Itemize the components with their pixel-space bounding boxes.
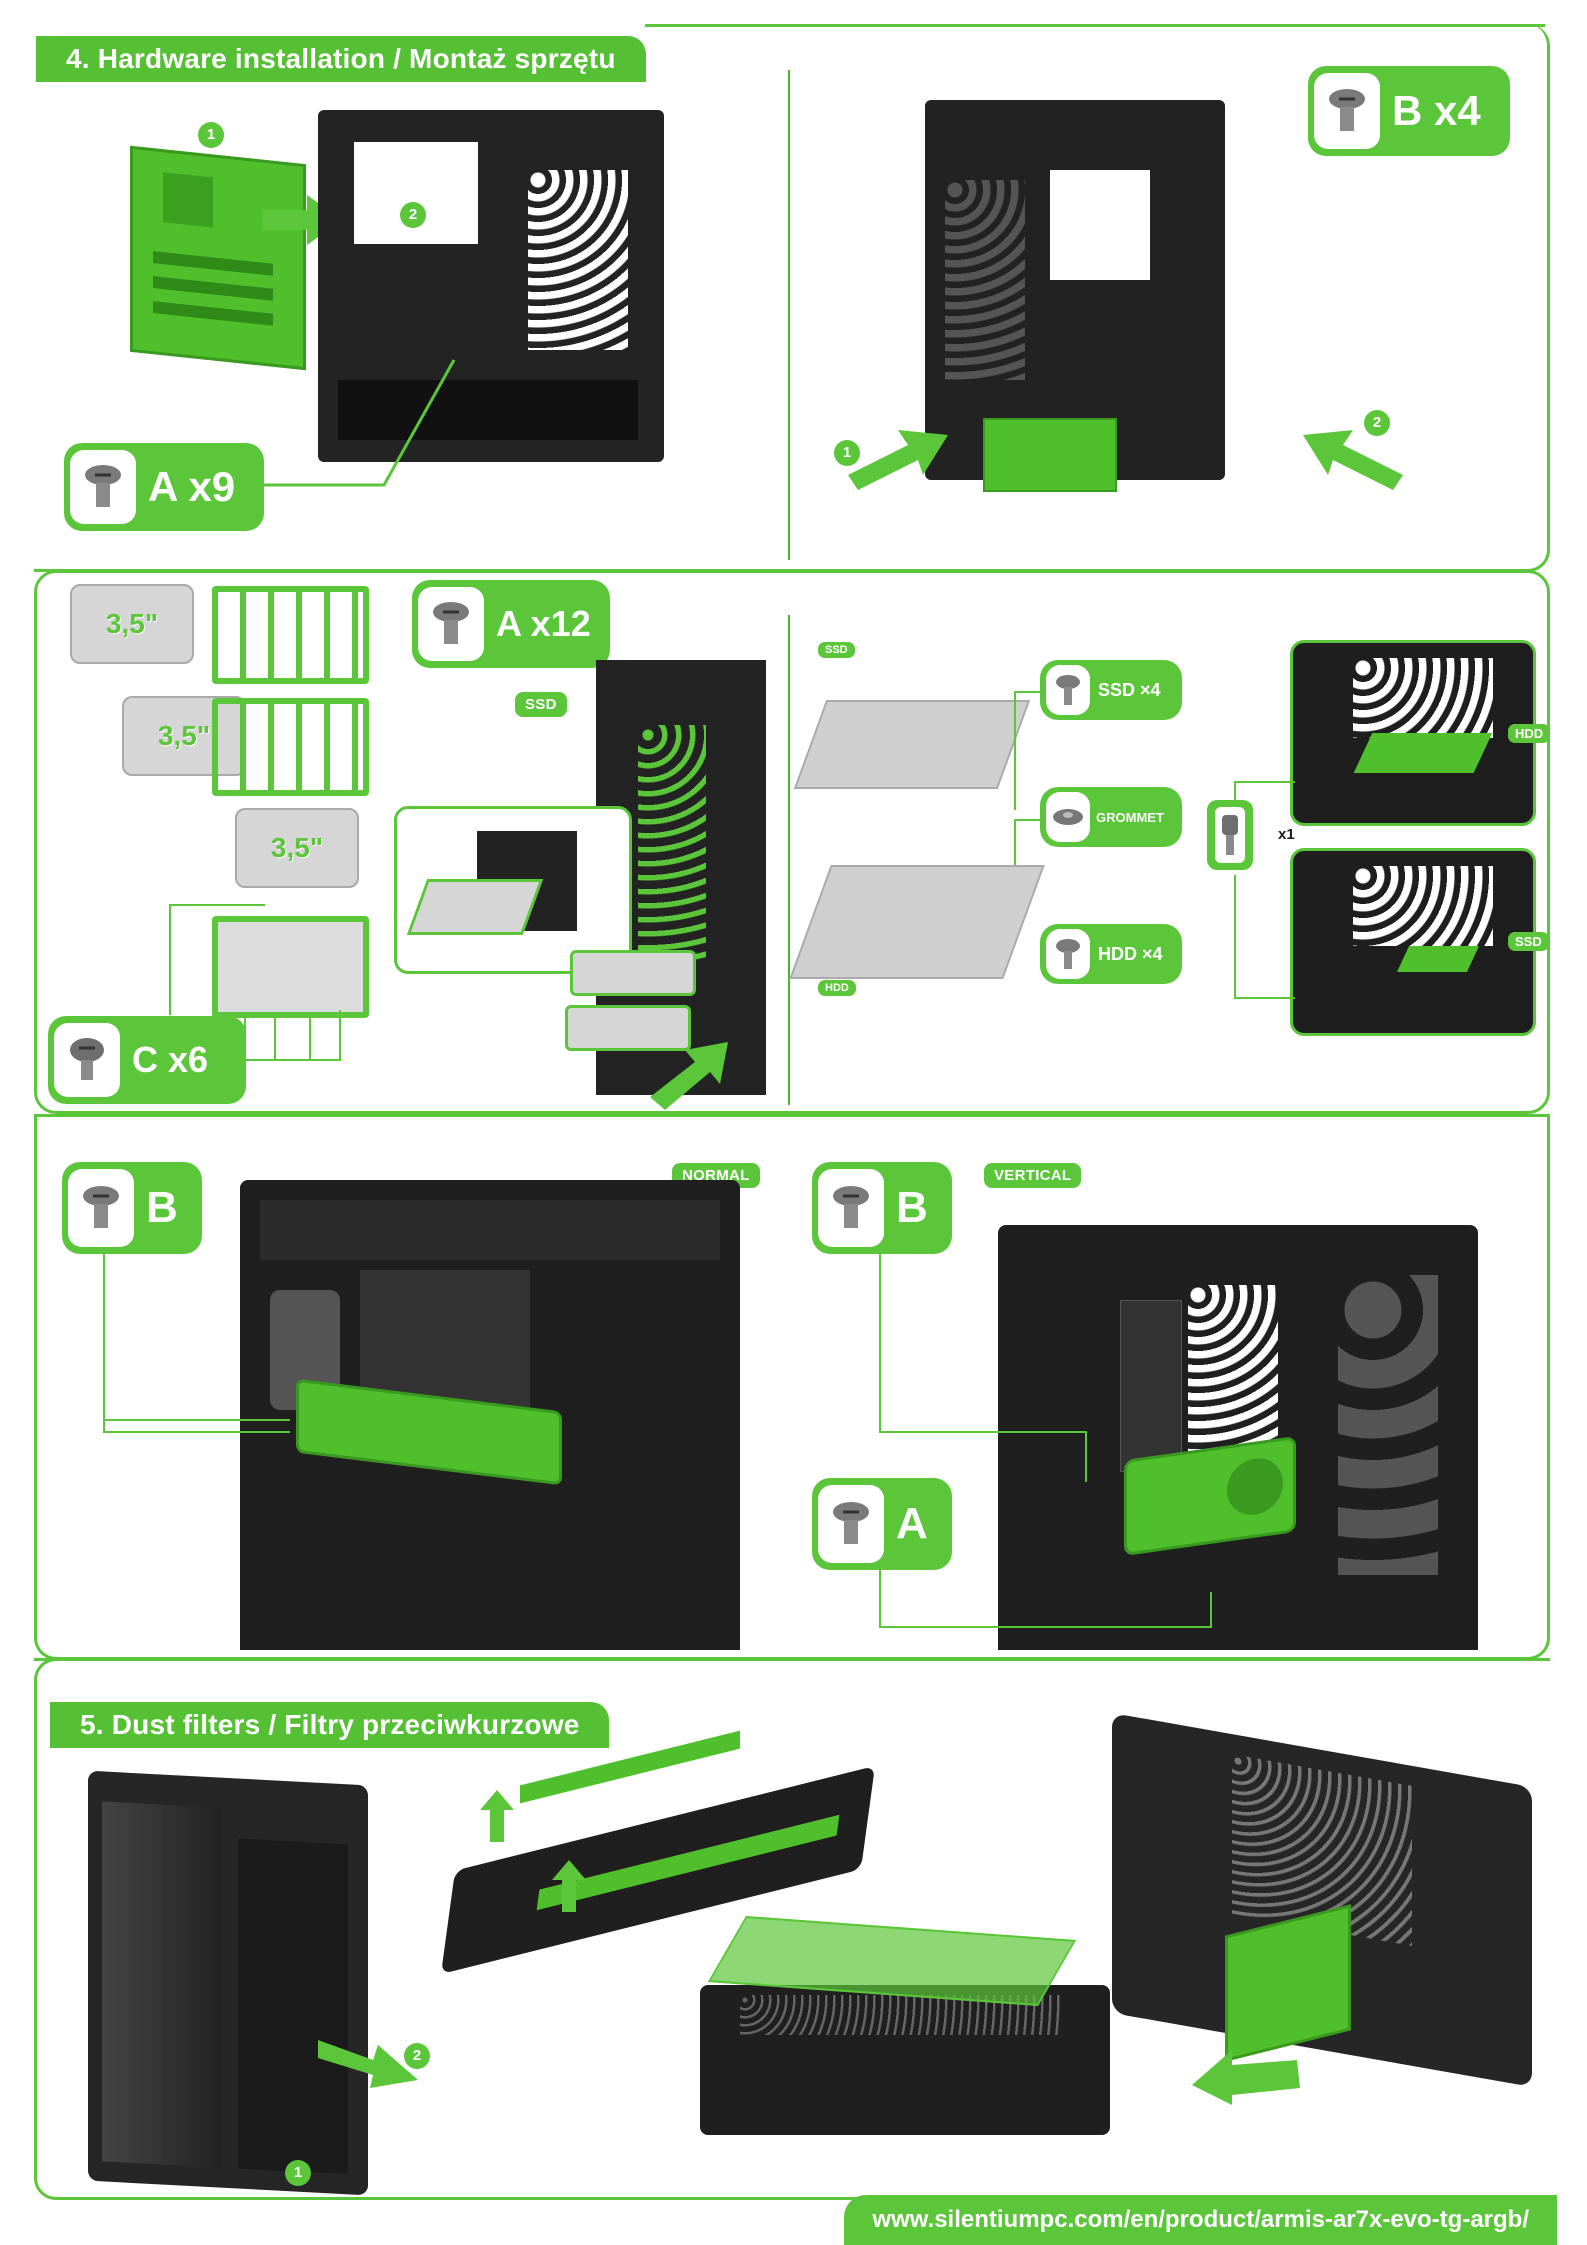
- drive-cage: [212, 698, 369, 796]
- grommet-icon: [1046, 792, 1090, 842]
- hdd-drive: [570, 950, 696, 996]
- footer-url[interactable]: www.silentiumpc.com/en/product/armis-ar7…: [844, 2195, 1557, 2245]
- screw-icon: [1314, 73, 1380, 149]
- arrow-left-icon: [1192, 2050, 1302, 2105]
- arrow-up-right-icon: [848, 430, 948, 490]
- screw-badge-a12: A x12: [412, 580, 610, 668]
- section-title-hardware: 4. Hardware installation / Montaż sprzęt…: [36, 36, 646, 82]
- badge-label: B: [884, 1183, 942, 1233]
- ssd-tag: SSD: [515, 692, 567, 717]
- connector-lines: [165, 900, 345, 1065]
- step-number-1: 1: [834, 440, 860, 466]
- small-hdd-tag: HDD: [818, 980, 856, 996]
- badge-label: A x9: [136, 463, 249, 511]
- hdd-mount-photo: [1290, 640, 1536, 826]
- drive-cage: [212, 586, 369, 684]
- screw-icon: [70, 450, 136, 524]
- screw-icon: [68, 1169, 134, 1247]
- arrow-right-down-icon: [318, 2020, 418, 2090]
- psu-illustration: [983, 418, 1117, 492]
- screw-badge-b-normal: B: [62, 1162, 202, 1254]
- arrow-up-left-icon: [1303, 430, 1403, 490]
- vertical-tag: VERTICAL: [984, 1163, 1081, 1188]
- panel-top-rule: [34, 1114, 1550, 1117]
- motherboard-illustration: [130, 146, 306, 370]
- screw-badge-hdd4: HDD ×4: [1040, 924, 1182, 984]
- ssd-cage-inset: [394, 806, 632, 974]
- screw-badge-ssd4: SSD ×4: [1040, 660, 1182, 720]
- screw-badge-a9: A x9: [64, 443, 264, 531]
- arrow-up-icon: [552, 1860, 586, 1912]
- hdd-side-tag: HDD: [1508, 724, 1550, 743]
- screw-icon: [818, 1485, 884, 1563]
- screw-badge-b-vertical: B: [812, 1162, 952, 1254]
- step-number-2: 2: [400, 202, 426, 228]
- drive-3-5: 3,5": [235, 808, 359, 888]
- badge-label: HDD ×4: [1090, 944, 1177, 965]
- panel-top-rule: [34, 1658, 1550, 1661]
- connector-lines: [985, 690, 1045, 970]
- case-front-illustration: [88, 1771, 368, 2196]
- step-number-2: 2: [404, 2043, 430, 2069]
- step-number-1: 1: [198, 122, 224, 148]
- step-number-1: 1: [285, 2160, 311, 2186]
- arrow-up-icon: [480, 1790, 514, 1842]
- divider: [788, 615, 790, 1105]
- badge-label: B x4: [1380, 87, 1495, 135]
- ssd-mount-photo: [1290, 848, 1536, 1036]
- badge-label: GROMMET: [1090, 810, 1178, 825]
- screw-icon: [818, 1169, 884, 1247]
- screw-badge-b4: B x4: [1308, 66, 1510, 156]
- connector-line: [264, 355, 464, 490]
- divider: [788, 70, 790, 560]
- ssd-side-tag: SSD: [1508, 932, 1549, 951]
- connector-lines: [876, 1252, 1216, 1632]
- connector-lines: [100, 1252, 300, 1452]
- arrow-up-right-icon: [650, 1042, 730, 1112]
- screw-icon: [1046, 665, 1090, 715]
- grommet-badge: GROMMET: [1040, 787, 1182, 847]
- section-title-dust: 5. Dust filters / Filtry przeciwkurzowe: [50, 1702, 609, 1748]
- screw-icon: [1046, 929, 1090, 979]
- screw-icon: [418, 587, 484, 661]
- drive-3-5: 3,5": [70, 584, 194, 664]
- step-number-2: 2: [1364, 410, 1390, 436]
- small-ssd-tag: SSD: [818, 642, 855, 658]
- badge-label: SSD ×4: [1090, 680, 1175, 701]
- badge-label: A x12: [484, 603, 605, 645]
- screw-icon: [54, 1023, 120, 1097]
- psu-bay-illustration: [700, 1985, 1110, 2135]
- connector-lines: [1230, 780, 1300, 1005]
- badge-label: B: [134, 1183, 192, 1233]
